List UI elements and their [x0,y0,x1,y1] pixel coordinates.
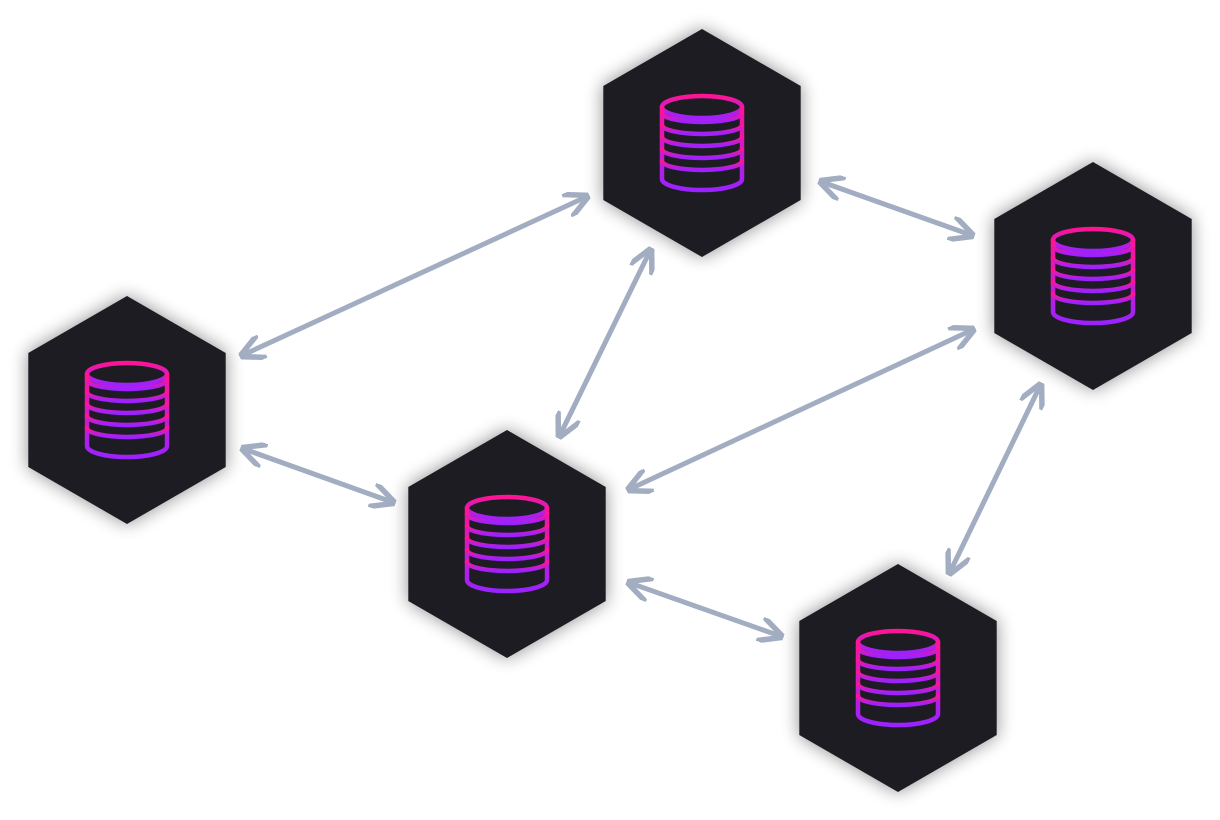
database-icon [855,628,941,728]
arrow-center-right [630,330,972,489]
hexagon-node-center [408,430,606,658]
arrow-left-center [244,449,392,502]
node-right [994,162,1192,390]
database-icon [1050,226,1136,326]
arrow-top-center [560,251,650,435]
hexagon-node-top [603,29,801,257]
arrow-top-right [822,182,971,235]
database-icon [84,360,170,460]
node-left [28,296,226,524]
node-bottom [799,564,997,792]
node-center [408,430,606,658]
hexagon-node-left [28,296,226,524]
hexagon-node-bottom [799,564,997,792]
arrow-center-bottom [630,583,780,636]
nodes [28,29,1192,792]
hexagon-node-right [994,162,1192,390]
database-icon [464,494,550,594]
arrow-left-top [243,197,586,355]
arrow-right-bottom [950,386,1040,572]
node-top [603,29,801,257]
database-icon [659,93,745,193]
connections [243,182,1040,636]
